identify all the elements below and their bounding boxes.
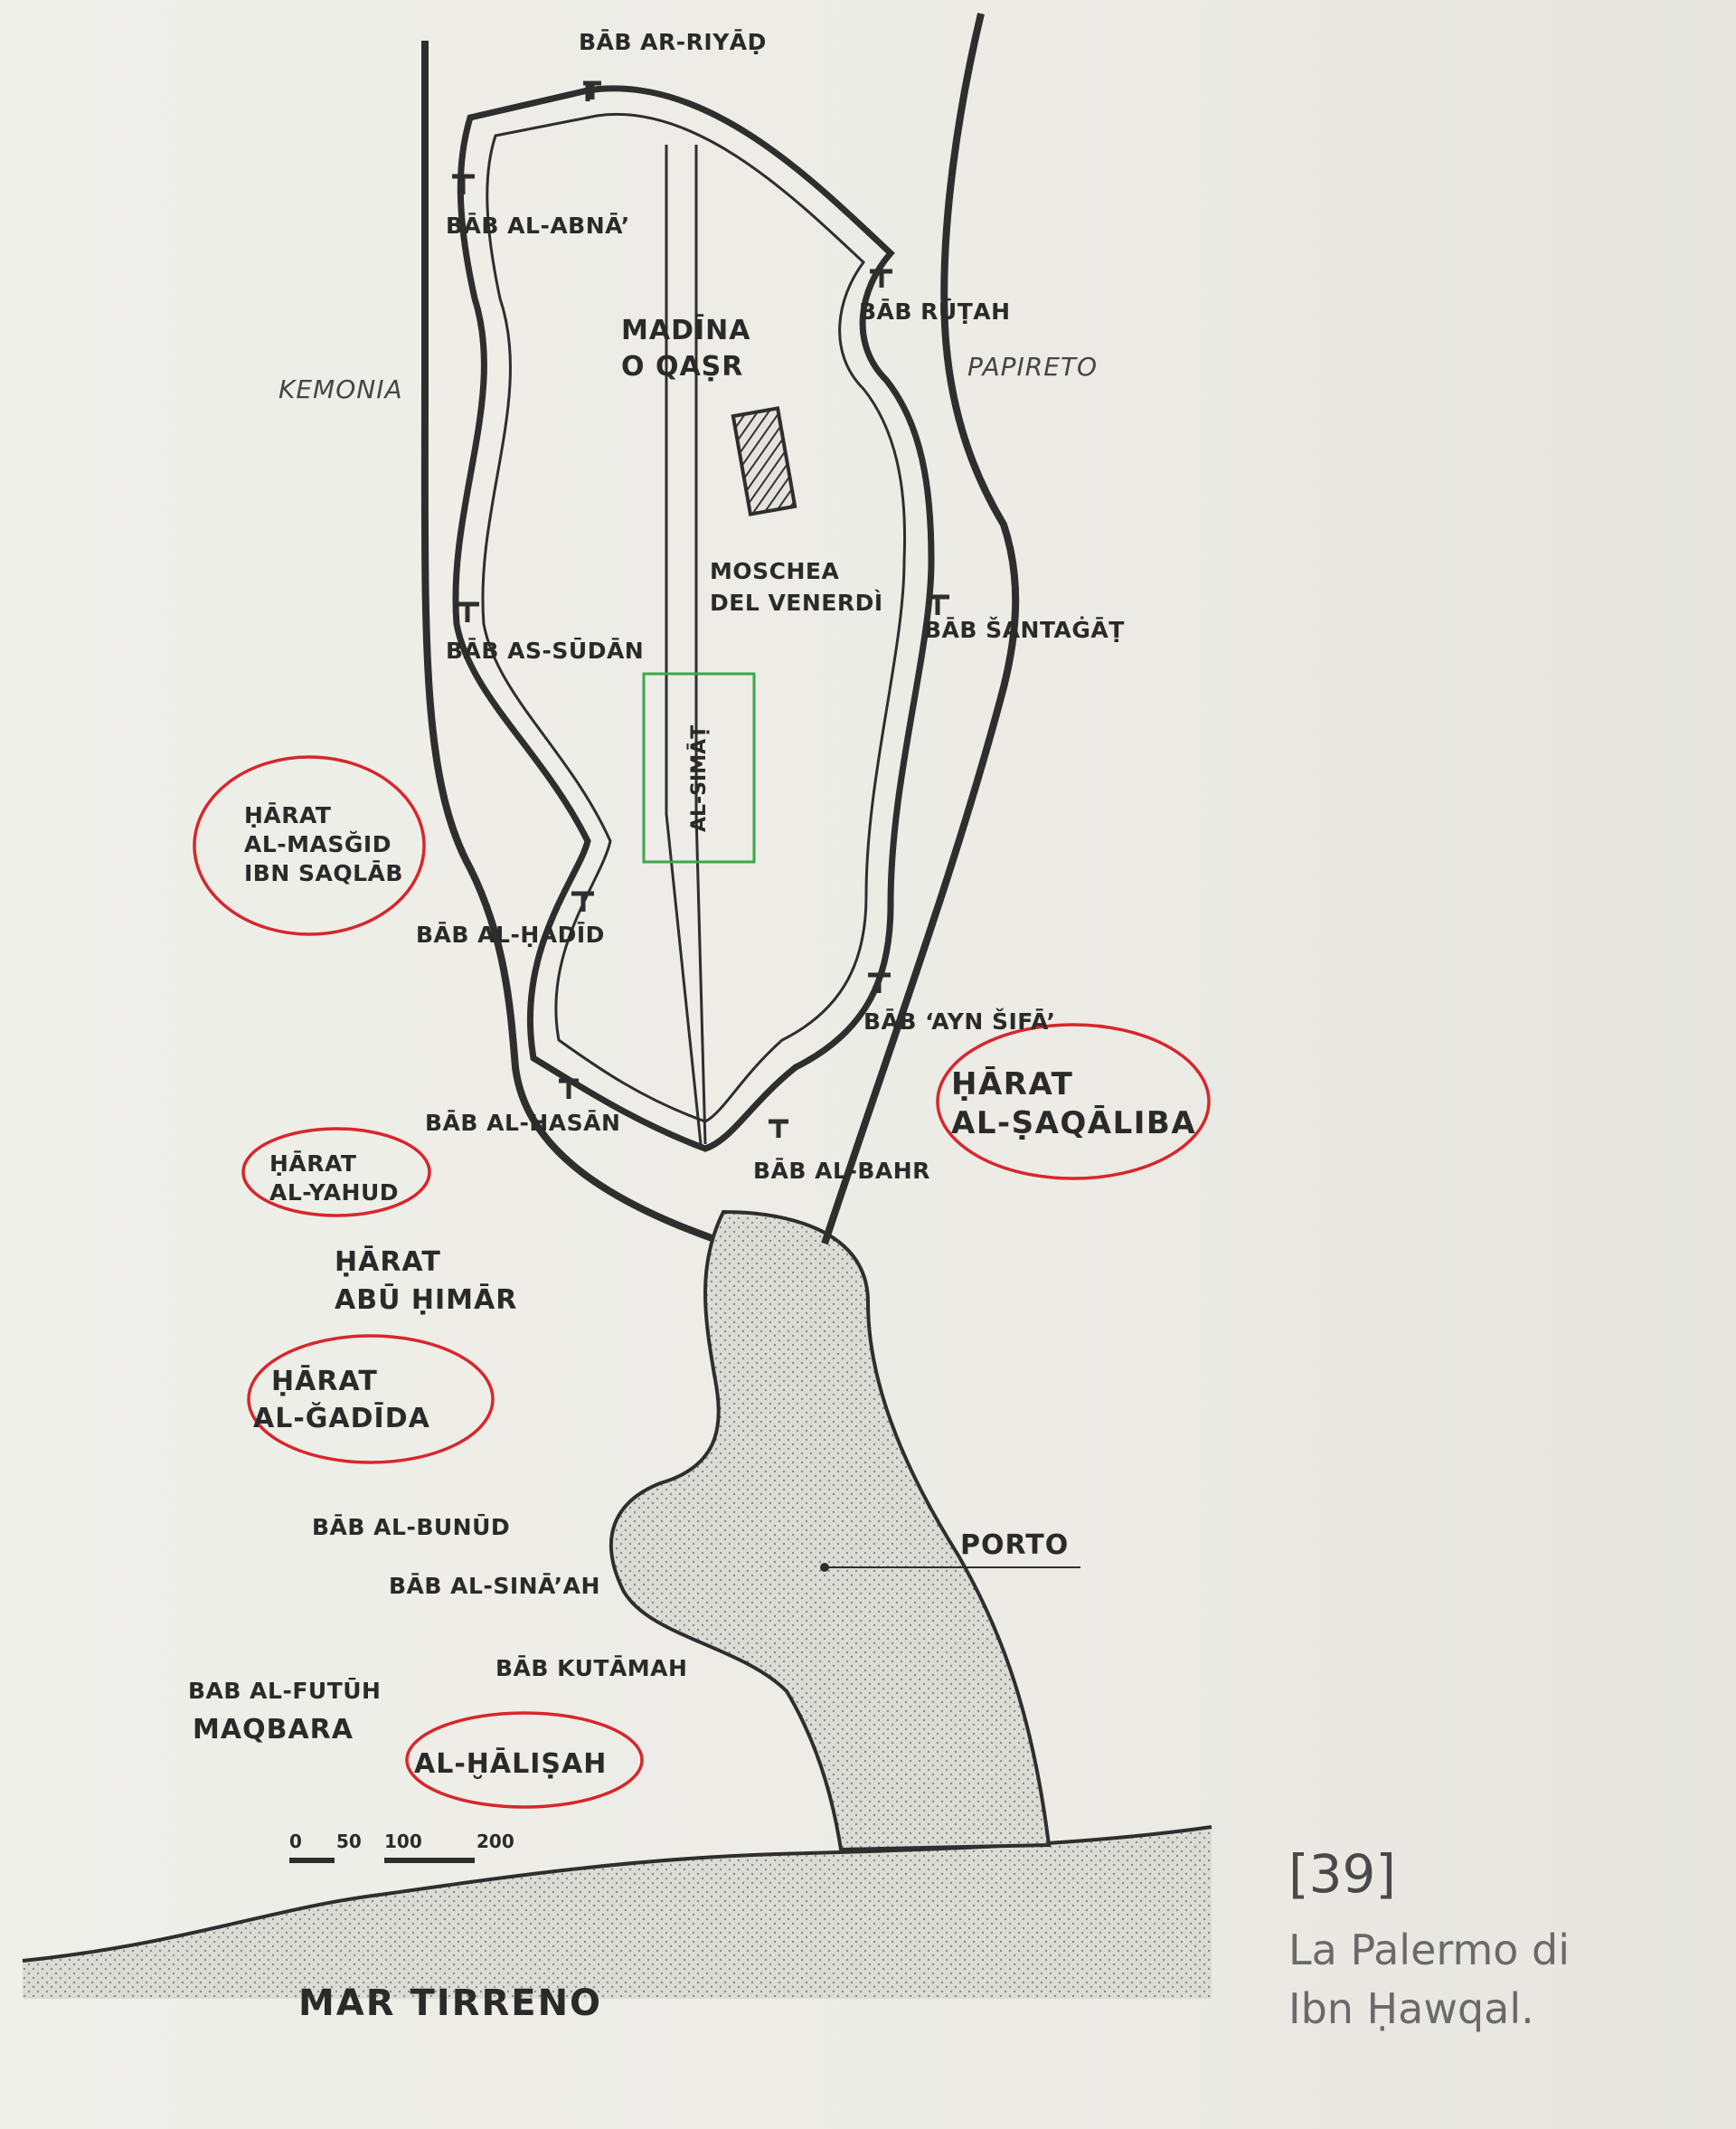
scale-seg-1 (289, 1858, 335, 1863)
label-harat-masgid-2: AL-MASĞID (244, 830, 392, 857)
label-bab-al-sinaah: BĀB AL-SINĀ’AH (389, 1573, 600, 1599)
label-moschea: MOSCHEA (710, 558, 839, 584)
gate-icon-hasan (559, 1078, 579, 1099)
label-harat-yahud-2: AL-YAHUD (269, 1179, 399, 1206)
al-simat-highlight-box (642, 672, 756, 864)
friday-mosque (731, 406, 797, 516)
porto-dot (820, 1563, 829, 1572)
scale-seg-2 (384, 1858, 475, 1863)
label-bab-al-bahr: BĀB AL-BAHR (753, 1158, 930, 1184)
scale-tick-50: 50 (336, 1831, 362, 1852)
circle-harat-gadida (247, 1334, 495, 1464)
label-harat-abu-himar-1: ḤĀRAT (335, 1245, 441, 1278)
scale-tick-100: 100 (384, 1831, 422, 1852)
label-harat-gadida-1: ḤĀRAT (271, 1365, 378, 1397)
gate-icon-riyad (583, 80, 601, 101)
label-bab-as-sudan: BĀB AS-SŪDĀN (446, 637, 644, 664)
label-harat-abu-himar-2: ABŪ ḤIMĀR (335, 1283, 517, 1316)
label-bab-al-abna: BĀB AL-ABNĀ’ (446, 213, 630, 239)
gate-icon-sudan (457, 601, 479, 622)
label-papireto: PAPIRETO (967, 352, 1098, 382)
label-al-halisah: AL-ḪĀLIṢAH (414, 1747, 607, 1780)
gate-markers (452, 80, 949, 1138)
al-simat-road (665, 145, 707, 1145)
label-bab-santagat: BĀB ŠANTAĠĀṬ (924, 616, 1125, 643)
label-harat-masgid-1: ḤĀRAT (244, 802, 331, 828)
label-harat-saqaliba-2: AL-ṢAQĀLIBA (951, 1105, 1196, 1141)
label-porto: PORTO (960, 1529, 1069, 1561)
papireto-river (821, 13, 1020, 1245)
scale-tick-200: 200 (476, 1831, 514, 1852)
caption-line-1: La Palermo di (1288, 1926, 1570, 1974)
label-kemonia: KEMONIA (278, 374, 403, 404)
sea-area (23, 1827, 1212, 1999)
red-highlights (193, 755, 1211, 1809)
label-o-qasr: O QAṢR (621, 351, 743, 383)
kemonia-river (420, 41, 716, 1243)
label-harat-gadida-2: AL-ĞADĪDA (253, 1401, 430, 1434)
gate-icon-ayn-sifa (868, 972, 891, 993)
label-harat-masgid-3: IBN SAQLĀB (244, 860, 403, 886)
label-bab-al-hadid: BĀB AL-ḤADĪD (416, 922, 605, 948)
label-bab-al-hasan: BĀB AL-HASĀN (425, 1110, 620, 1136)
gate-icon-abna (452, 174, 475, 194)
gate-icon-hadid (571, 891, 594, 912)
label-madina: MADĪNA (621, 314, 750, 346)
gate-icon-santagat (927, 594, 949, 615)
circle-harat-yahud (241, 1127, 431, 1217)
label-bab-al-bunud: BĀB AL-BUNŪD (312, 1513, 510, 1540)
city-wall-inner (481, 113, 907, 1123)
scale-bar: 0 50 100 200 (289, 1831, 514, 1863)
label-bab-rutah: BĀB RŪṬAH (859, 298, 1011, 325)
figure-number: [39] (1288, 1843, 1396, 1905)
label-bab-al-futuh: BAB AL-FUTŪH (188, 1677, 381, 1704)
circle-harat-masgid (193, 755, 426, 936)
harbour-area (609, 1209, 1052, 1852)
label-bab-kutamah: BĀB KUTĀMAH (495, 1655, 687, 1681)
label-mar-tirreno: MAR TIRRENO (298, 1982, 602, 2024)
label-harat-yahud-1: ḤĀRAT (269, 1150, 356, 1177)
label-bab-ayn-sifa: BĀB ‘AYN ŠIFĀ’ (863, 1008, 1056, 1035)
city-wall-outer (452, 85, 935, 1152)
caption-line-2: Ibn Ḥawqal. (1288, 1984, 1534, 2033)
gate-icon-rutah (870, 269, 892, 288)
circle-harat-saqaliba (936, 1023, 1211, 1180)
label-al-simat: AL-SIMĀṬ (687, 725, 711, 832)
label-maqbara: MAQBARA (193, 1714, 354, 1746)
label-harat-saqaliba-1: ḤĀRAT (951, 1066, 1073, 1102)
scale-tick-0: 0 (289, 1831, 302, 1852)
gate-icon-bahr (769, 1119, 788, 1138)
label-del-venerdi: DEL VENERDÌ (710, 590, 883, 616)
label-bab-ar-riyad: BĀB AR-RIYĀḌ (579, 29, 767, 55)
circle-al-halisah (405, 1711, 644, 1809)
